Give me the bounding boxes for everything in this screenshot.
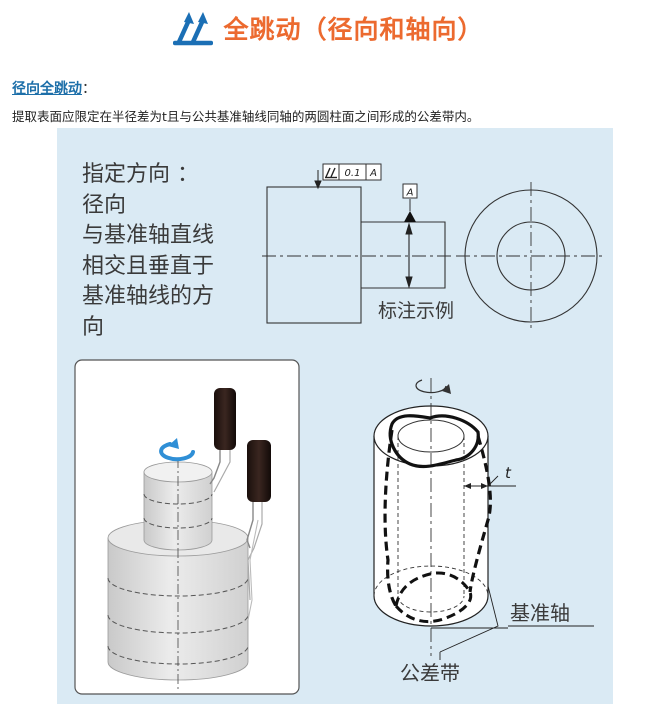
end-view [456, 182, 606, 330]
section-heading: 径向全跳动： [12, 78, 96, 98]
section-heading-colon: ： [82, 81, 96, 97]
note-line: 径向 [82, 192, 127, 218]
page-title: 全跳动（径向和轴向） [223, 15, 484, 44]
note-line: 向 [82, 314, 105, 340]
note-line: 指定方向 ： [82, 162, 199, 187]
page-header: 全跳动（径向和轴向） [0, 8, 657, 48]
tolerance-zone-diagram: t [373, 378, 594, 660]
direction-note: 指定方向 ： 径向 与基准轴直线 相交且垂直于 基准轴线的方 向 [82, 160, 214, 343]
dial-probe-lower [246, 440, 271, 621]
dial-probe-upper [209, 388, 236, 493]
section-heading-link[interactable]: 径向全跳动 [12, 81, 82, 97]
feature-control-frame: 0.1 A [322, 163, 382, 181]
rotation-indicator-icon [415, 379, 447, 394]
datum-axis-label: 基准轴 [510, 601, 570, 625]
double-arrow-icon [173, 12, 214, 46]
note-line: 相交且垂直于 [82, 253, 215, 279]
tolerance-t-label: t [505, 464, 512, 482]
example-label: 标注示例 [378, 300, 454, 322]
tolerance-value: 0.1 [345, 168, 361, 179]
rotation-arrow-icon [159, 442, 195, 462]
total-runout-icon [325, 167, 337, 179]
note-line: 与基准轴直线 [82, 223, 215, 248]
datum-reference: A [369, 168, 377, 179]
section-description: 提取表面应限定在半径差为t且与公共基准轴线同轴的两圆柱面之间形成的公差带内。 [12, 109, 480, 124]
rotation-arrow-head [168, 438, 179, 449]
dimension-arrow [314, 180, 413, 289]
datum-label: A [406, 188, 414, 199]
datum-symbol: A [402, 183, 418, 222]
stepped-shaft-illustration [107, 458, 249, 690]
tolerance-zone-label: 公差带 [400, 661, 460, 685]
note-line: 基准轴线的方 [82, 284, 215, 309]
